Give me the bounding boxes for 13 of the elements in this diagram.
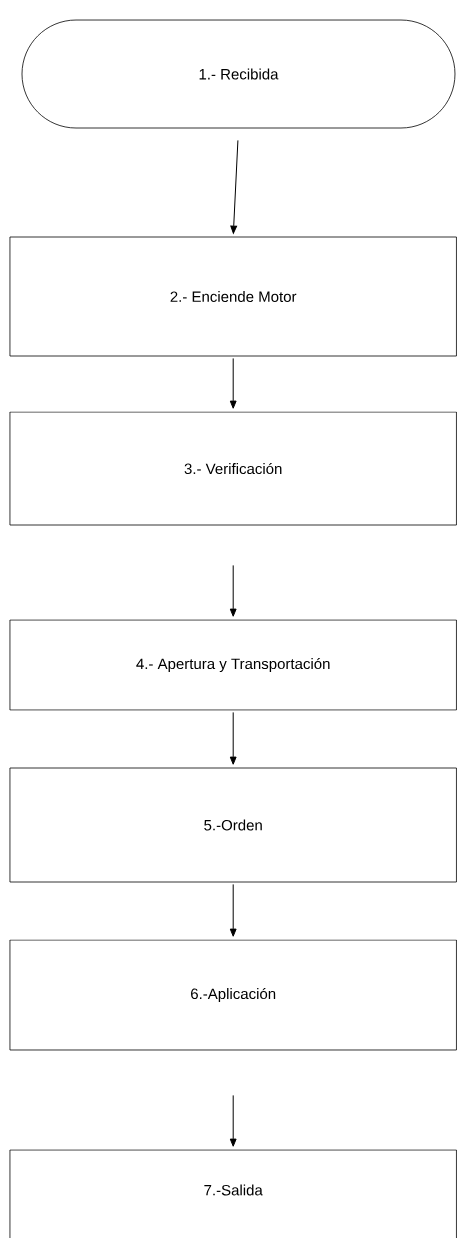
step-label: 7.-Salida xyxy=(204,1184,263,1196)
arrow xyxy=(229,1094,237,1147)
arrow xyxy=(229,711,237,765)
arrow xyxy=(230,139,239,234)
process-box: 6.-Aplicación xyxy=(9,939,457,1051)
process-box: 2.- Enciende Motor xyxy=(9,236,457,357)
arrow xyxy=(229,883,237,937)
process-box: 3.- Verificación xyxy=(9,411,457,526)
process-box: 5.-Orden xyxy=(9,767,457,883)
process-box: 4.- Apertura y Transportación xyxy=(9,619,457,711)
arrow xyxy=(229,564,237,617)
arrow xyxy=(229,357,237,409)
process-box xyxy=(9,1149,457,1238)
